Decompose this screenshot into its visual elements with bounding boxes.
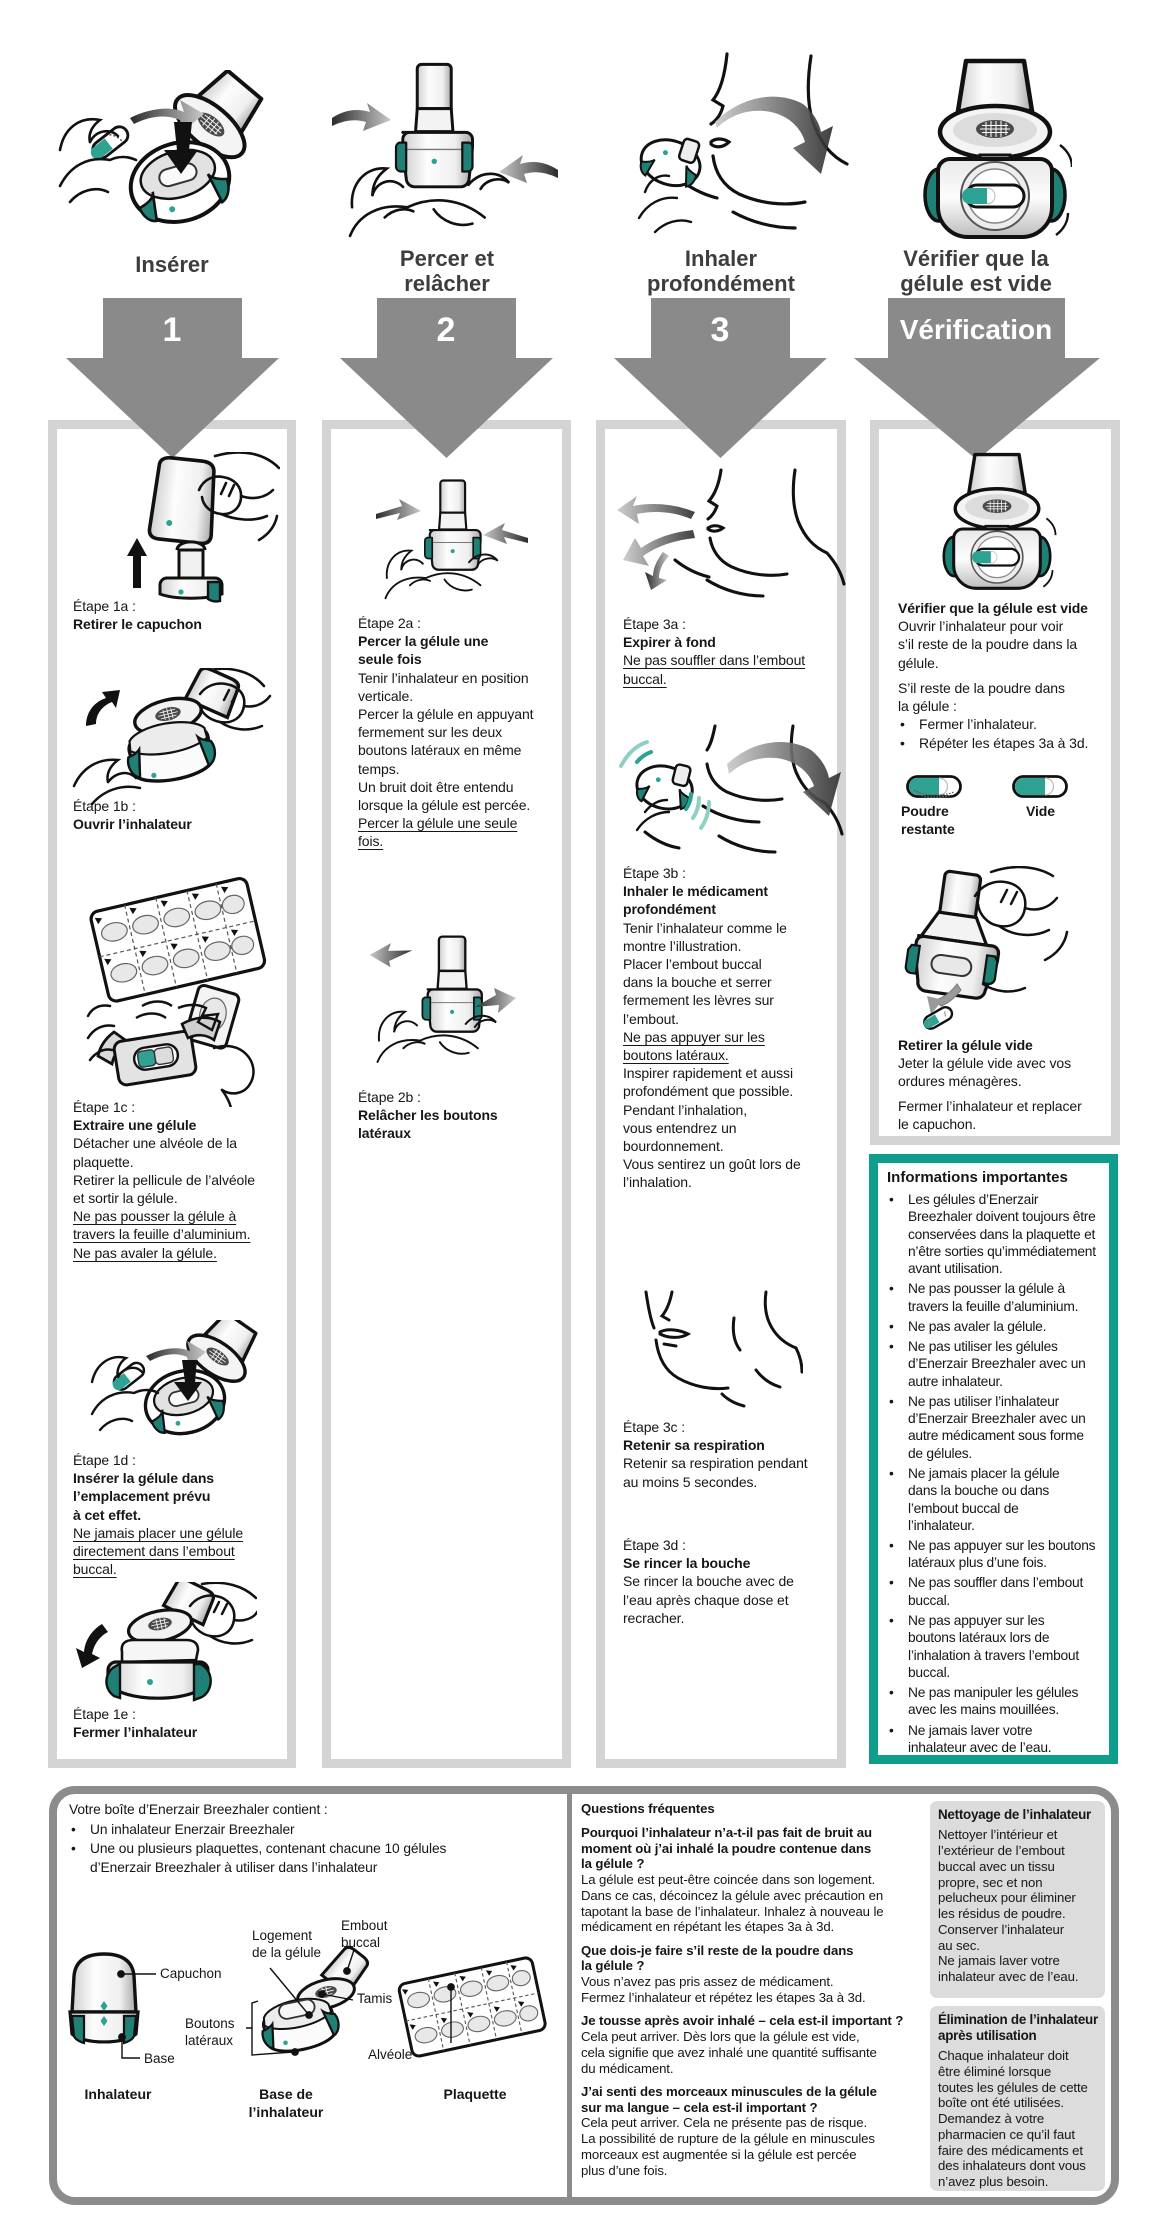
svg-text:Vérification: Vérification: [900, 314, 1052, 345]
svg-text:1: 1: [163, 311, 182, 349]
svg-text:2: 2: [437, 311, 456, 349]
svg-text:3: 3: [711, 311, 730, 349]
